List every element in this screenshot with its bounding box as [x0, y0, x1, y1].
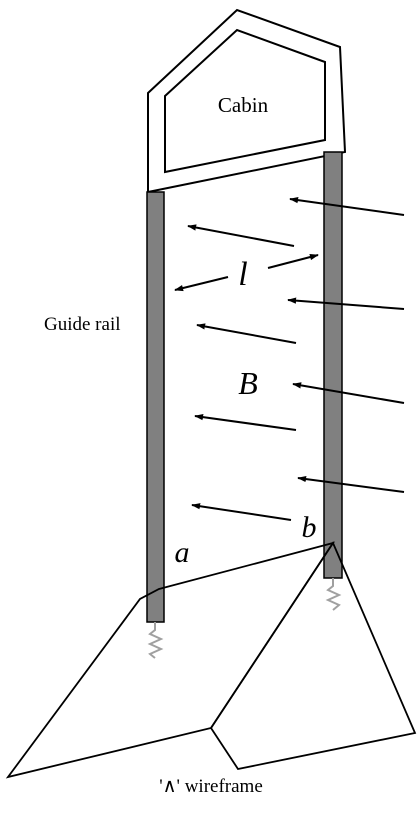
- spring-right: [325, 578, 342, 611]
- cabin-inner-frame: [164, 28, 326, 174]
- wireframe-right-triangle: [209, 541, 417, 771]
- guide-rail-right: [323, 151, 343, 579]
- field-arrow: [196, 323, 297, 344]
- point-a-label: a: [175, 536, 190, 569]
- length-label: l: [238, 256, 247, 293]
- wireframe-caption: '∧' wireframe: [159, 776, 263, 797]
- wireframe: [5, 541, 417, 779]
- field-label: B: [238, 365, 258, 401]
- field-arrow: [194, 413, 297, 431]
- guide-rail-label: Guide rail: [44, 314, 121, 335]
- cabin-label: Cabin: [218, 93, 269, 117]
- field-arrow: [289, 197, 405, 216]
- field-arrow: [297, 475, 405, 493]
- spring-left: [147, 622, 164, 659]
- field-arrow: [187, 224, 295, 247]
- cabin: Cabin: [147, 8, 347, 194]
- field-arrow: [292, 382, 405, 404]
- guide-rail-left: [146, 191, 165, 623]
- length-arrow-left: [174, 276, 229, 292]
- wireframe-left-triangle: [5, 541, 336, 779]
- length-arrow-right: [267, 253, 319, 269]
- point-b-label: b: [302, 511, 317, 544]
- magnetic-field-arrows: [187, 197, 405, 521]
- field-arrow: [287, 297, 405, 310]
- field-arrow: [191, 503, 292, 521]
